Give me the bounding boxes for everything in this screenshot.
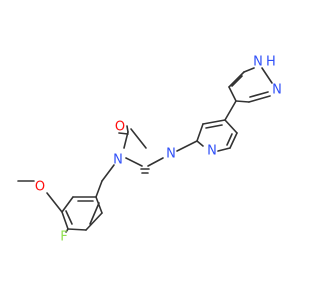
- bond-bz-in1: [89, 202, 100, 225]
- bond-carbonyl-c-n3: [130, 128, 147, 149]
- bond-py1: [196, 123, 204, 142]
- bond-n3-ring-ch: [147, 157, 164, 167]
- bond-pz1: [228, 86, 237, 102]
- bond-n1-ch2: [101, 164, 115, 182]
- bond-py5: [217, 147, 231, 152]
- atom-imidazolone-n1: N: [113, 153, 123, 168]
- atom-pyrazole-nh-hydrogen: H: [266, 55, 276, 70]
- bond-co-b: [118, 132, 129, 135]
- bond-py3: [224, 119, 238, 134]
- bond-n1-ring-ch: [125, 157, 143, 167]
- atom-imidazolone-n3: N: [166, 147, 176, 162]
- bond-py6: [196, 140, 204, 147]
- bond-bz-in2: [65, 210, 73, 225]
- atom-pyrazole-nitrogen: N: [272, 83, 282, 98]
- bond-pz-in1: [231, 75, 243, 87]
- bond-ar-f: [65, 228, 69, 233]
- bond-bz2: [85, 212, 103, 231]
- bond-pz-in2: [249, 91, 269, 98]
- bond-py-in2: [226, 133, 233, 146]
- atom-pyrazole-nh-nitrogen: N: [253, 55, 263, 70]
- bond-py2: [202, 119, 226, 125]
- molecule-structure: O N N N N N H O F: [17, 55, 282, 245]
- bond-pz2: [228, 71, 245, 88]
- bond-co-a: [126, 125, 129, 133]
- bond-bz3: [67, 228, 87, 231]
- structure-canvas: O N N N N N H O F: [17, 54, 282, 245]
- bond-pz5: [248, 95, 271, 103]
- bond-ch2-aryl: [95, 180, 103, 198]
- atom-label-layer: O N N N N N H O F: [35, 55, 282, 245]
- bond-py4: [229, 132, 238, 149]
- bond-pz4: [261, 67, 273, 84]
- bond-pz6: [235, 100, 250, 103]
- bond-layer: [17, 67, 273, 233]
- atom-pyridine-nitrogen: N: [207, 144, 217, 159]
- atom-methoxy-oxygen: O: [35, 180, 45, 195]
- atom-fluorine: F: [60, 230, 67, 245]
- bond-py-in1: [205, 124, 223, 129]
- atom-carbonyl-oxygen: O: [115, 120, 125, 135]
- bond-pz3: [243, 67, 255, 73]
- bond-py-pz: [224, 100, 237, 121]
- bond-n3-py: [176, 140, 198, 152]
- bond-bz5: [61, 196, 74, 213]
- bond-bz4: [61, 211, 69, 230]
- bond-ar-o: [46, 192, 63, 213]
